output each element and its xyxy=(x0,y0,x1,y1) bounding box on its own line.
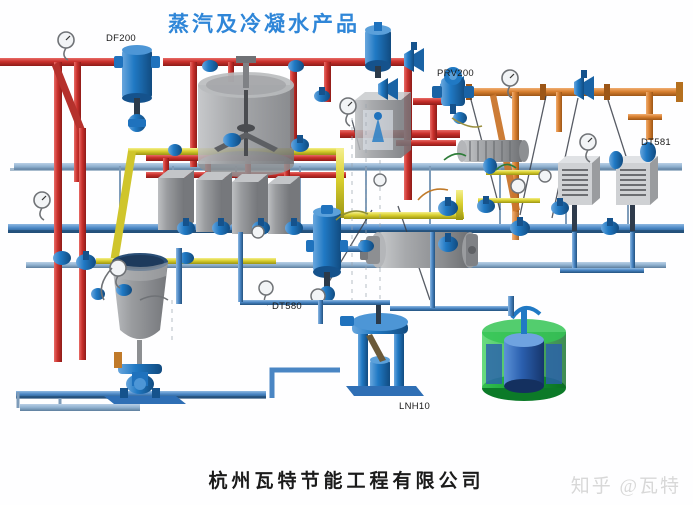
equipment-label-df200: DF200 xyxy=(106,33,137,44)
condensate-storage-tank xyxy=(482,306,566,401)
finned-unit-heater-left xyxy=(558,156,600,231)
pressure-reducing-valve-prv200 xyxy=(432,67,474,114)
company-name: 杭州瓦特节能工程有限公司 xyxy=(208,471,485,492)
watermark: 知乎 @瓦特 xyxy=(570,476,681,497)
equipment-label-prv200: PRV200 xyxy=(437,68,475,79)
equipment-label-lnh10: LNH10 xyxy=(399,401,431,412)
feed-pump-skid xyxy=(104,352,186,404)
steam-separator-df200 xyxy=(114,45,160,132)
instrument-capillaries xyxy=(100,117,517,301)
diagram-title: 蒸汽及冷凝水产品 xyxy=(168,12,360,36)
equipment-label-dt581: DT581 xyxy=(641,137,672,148)
pressure-vessel-top xyxy=(365,22,391,78)
alignment-guides xyxy=(171,100,381,340)
open-feed-tank xyxy=(112,253,168,368)
control-panel-box xyxy=(355,92,411,158)
finned-unit-heater-right xyxy=(616,156,658,231)
condensate-pump-lnh10 xyxy=(340,300,424,396)
agitated-tank xyxy=(198,56,294,177)
vertical-separator-dt580 xyxy=(306,205,348,302)
lower-condensate-lines xyxy=(176,232,644,398)
ground-condensate-main xyxy=(16,392,140,411)
pressure-gauges xyxy=(33,31,597,306)
small-shell-exchanger xyxy=(457,140,529,162)
equipment-label-dt580: DT580 xyxy=(272,301,303,312)
